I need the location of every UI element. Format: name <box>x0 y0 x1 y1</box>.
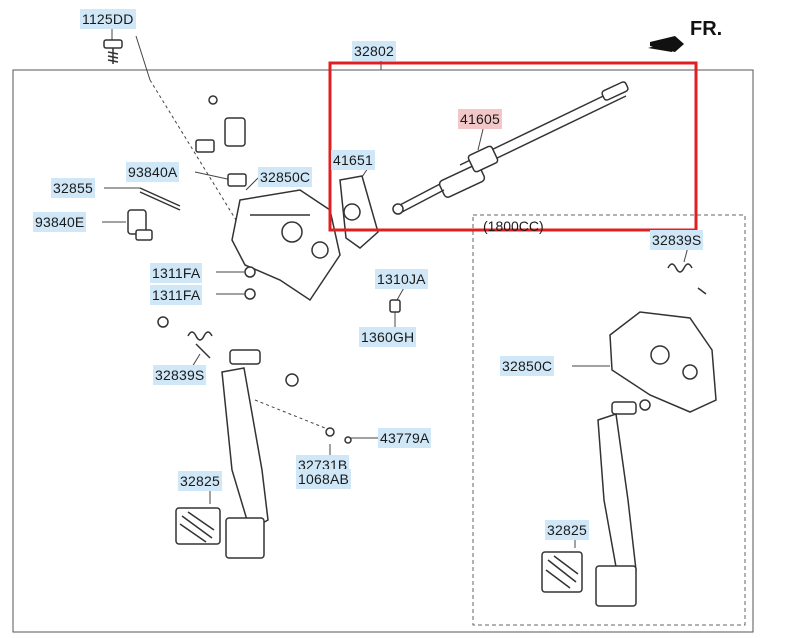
gasket-part <box>339 175 379 249</box>
variant-frame <box>472 214 746 626</box>
front-arrow-icon <box>648 36 684 52</box>
part-label-switch-a[interactable]: 93840A <box>126 162 180 182</box>
part-label-clip[interactable]: 1310JA <box>375 269 428 289</box>
part-label-bracket-right[interactable]: 32850C <box>500 356 555 376</box>
front-direction-label: FR. <box>690 18 723 40</box>
outer-frame <box>12 69 754 633</box>
highlight-box <box>328 61 698 232</box>
part-label-pin[interactable]: 43779A <box>378 428 432 448</box>
part-label-bolt[interactable]: 1125DD <box>80 9 136 29</box>
part-label-bracket-left[interactable]: 32850C <box>258 167 313 187</box>
master-cylinder-part <box>392 81 629 215</box>
nut-parts <box>244 266 401 313</box>
left-pedal-part <box>157 316 352 559</box>
part-label-master-cylinder[interactable]: 41605 <box>458 109 502 129</box>
right-pedal-part <box>541 263 717 607</box>
part-label-gasket[interactable]: 41651 <box>331 150 375 170</box>
bolt-part <box>103 39 123 64</box>
part-label-shaft[interactable]: 32855 <box>51 178 95 198</box>
shaft-part <box>139 187 181 211</box>
variant-label: (1800CC) <box>483 218 544 234</box>
part-label-bushing[interactable]: 1360GH <box>359 327 417 347</box>
part-label-pedal-right[interactable]: 32825 <box>545 520 589 540</box>
part-label-nut-2[interactable]: 1311FA <box>150 285 203 305</box>
part-label-spring-right[interactable]: 32839S <box>650 230 704 250</box>
left-bracket-part <box>231 189 341 302</box>
part-label-nut-1[interactable]: 1311FA <box>150 263 203 283</box>
switch-parts <box>127 95 247 241</box>
part-label-washer-2[interactable]: 1068AB <box>296 469 352 489</box>
part-label-switch-e[interactable]: 93840E <box>33 212 87 232</box>
part-label-pedal-left[interactable]: 32825 <box>178 471 222 491</box>
part-label-spring-left[interactable]: 32839S <box>153 365 207 385</box>
part-label-assembly[interactable]: 32802 <box>352 41 396 61</box>
